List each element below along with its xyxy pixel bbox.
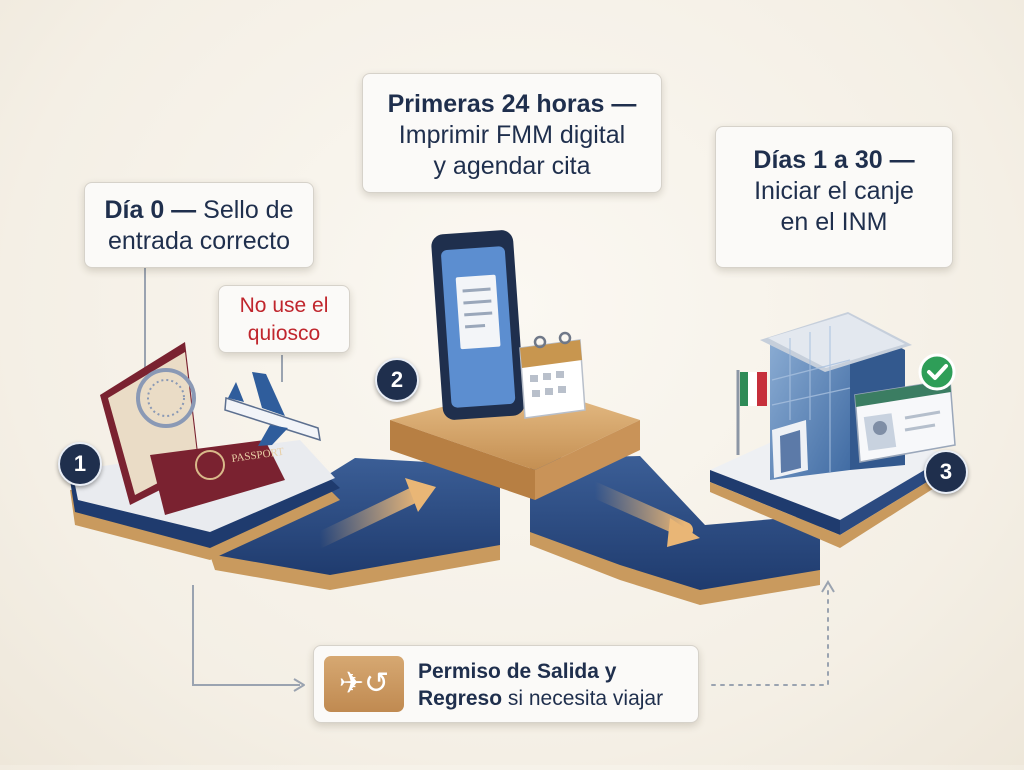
calendar-icon xyxy=(519,331,586,419)
step-3-badge: 3 xyxy=(924,450,968,494)
step-3-line-2: en el INM xyxy=(780,208,888,236)
check-icon xyxy=(918,353,956,391)
step-3-line-1: Iniciar el canje xyxy=(754,177,914,205)
exit-return-bold-1: Permiso de Salida y xyxy=(418,660,617,683)
mexico-flag-icon xyxy=(736,370,767,455)
phone-icon xyxy=(431,230,525,420)
step-2-card: Primeras 24 horas — Imprimir FMM digital… xyxy=(362,73,662,193)
step-3-card: Días 1 a 30 — Iniciar el canje en el INM xyxy=(715,126,953,268)
id-card-icon xyxy=(854,379,956,463)
step-2-line-1: Imprimir FMM digital xyxy=(398,121,626,149)
airplane-icon xyxy=(224,372,321,446)
step-1-card: Día 0 — Sello de entrada correcto xyxy=(84,182,314,268)
passport-icon: PASSPORT xyxy=(100,342,285,515)
step-2-badge: 2 xyxy=(375,358,419,402)
exit-return-text: Permiso de Salida y Regreso si necesita … xyxy=(418,658,663,712)
step-1-badge: 1 xyxy=(58,442,102,486)
exit-return-rest: si necesita viajar xyxy=(502,687,664,710)
warning-line-1: No use el xyxy=(239,294,329,317)
warning-line-2: quiosco xyxy=(247,322,321,345)
step-2-title: Primeras 24 horas — xyxy=(387,90,637,118)
step-3-title: Días 1 a 30 — xyxy=(753,146,915,174)
warning-card: No use el quiosco xyxy=(218,285,350,353)
step-1-text: Sello de entrada correcto xyxy=(107,196,294,255)
exit-return-bold-2: Regreso xyxy=(418,687,503,710)
exit-return-note: ✈↺ Permiso de Salida y Regreso si necesi… xyxy=(313,645,699,723)
plane-return-icon: ✈↺ xyxy=(324,656,404,712)
step-1-title: Día 0 — xyxy=(104,196,197,224)
road-path xyxy=(195,456,820,605)
step-2-line-2: y agendar cita xyxy=(433,152,591,180)
